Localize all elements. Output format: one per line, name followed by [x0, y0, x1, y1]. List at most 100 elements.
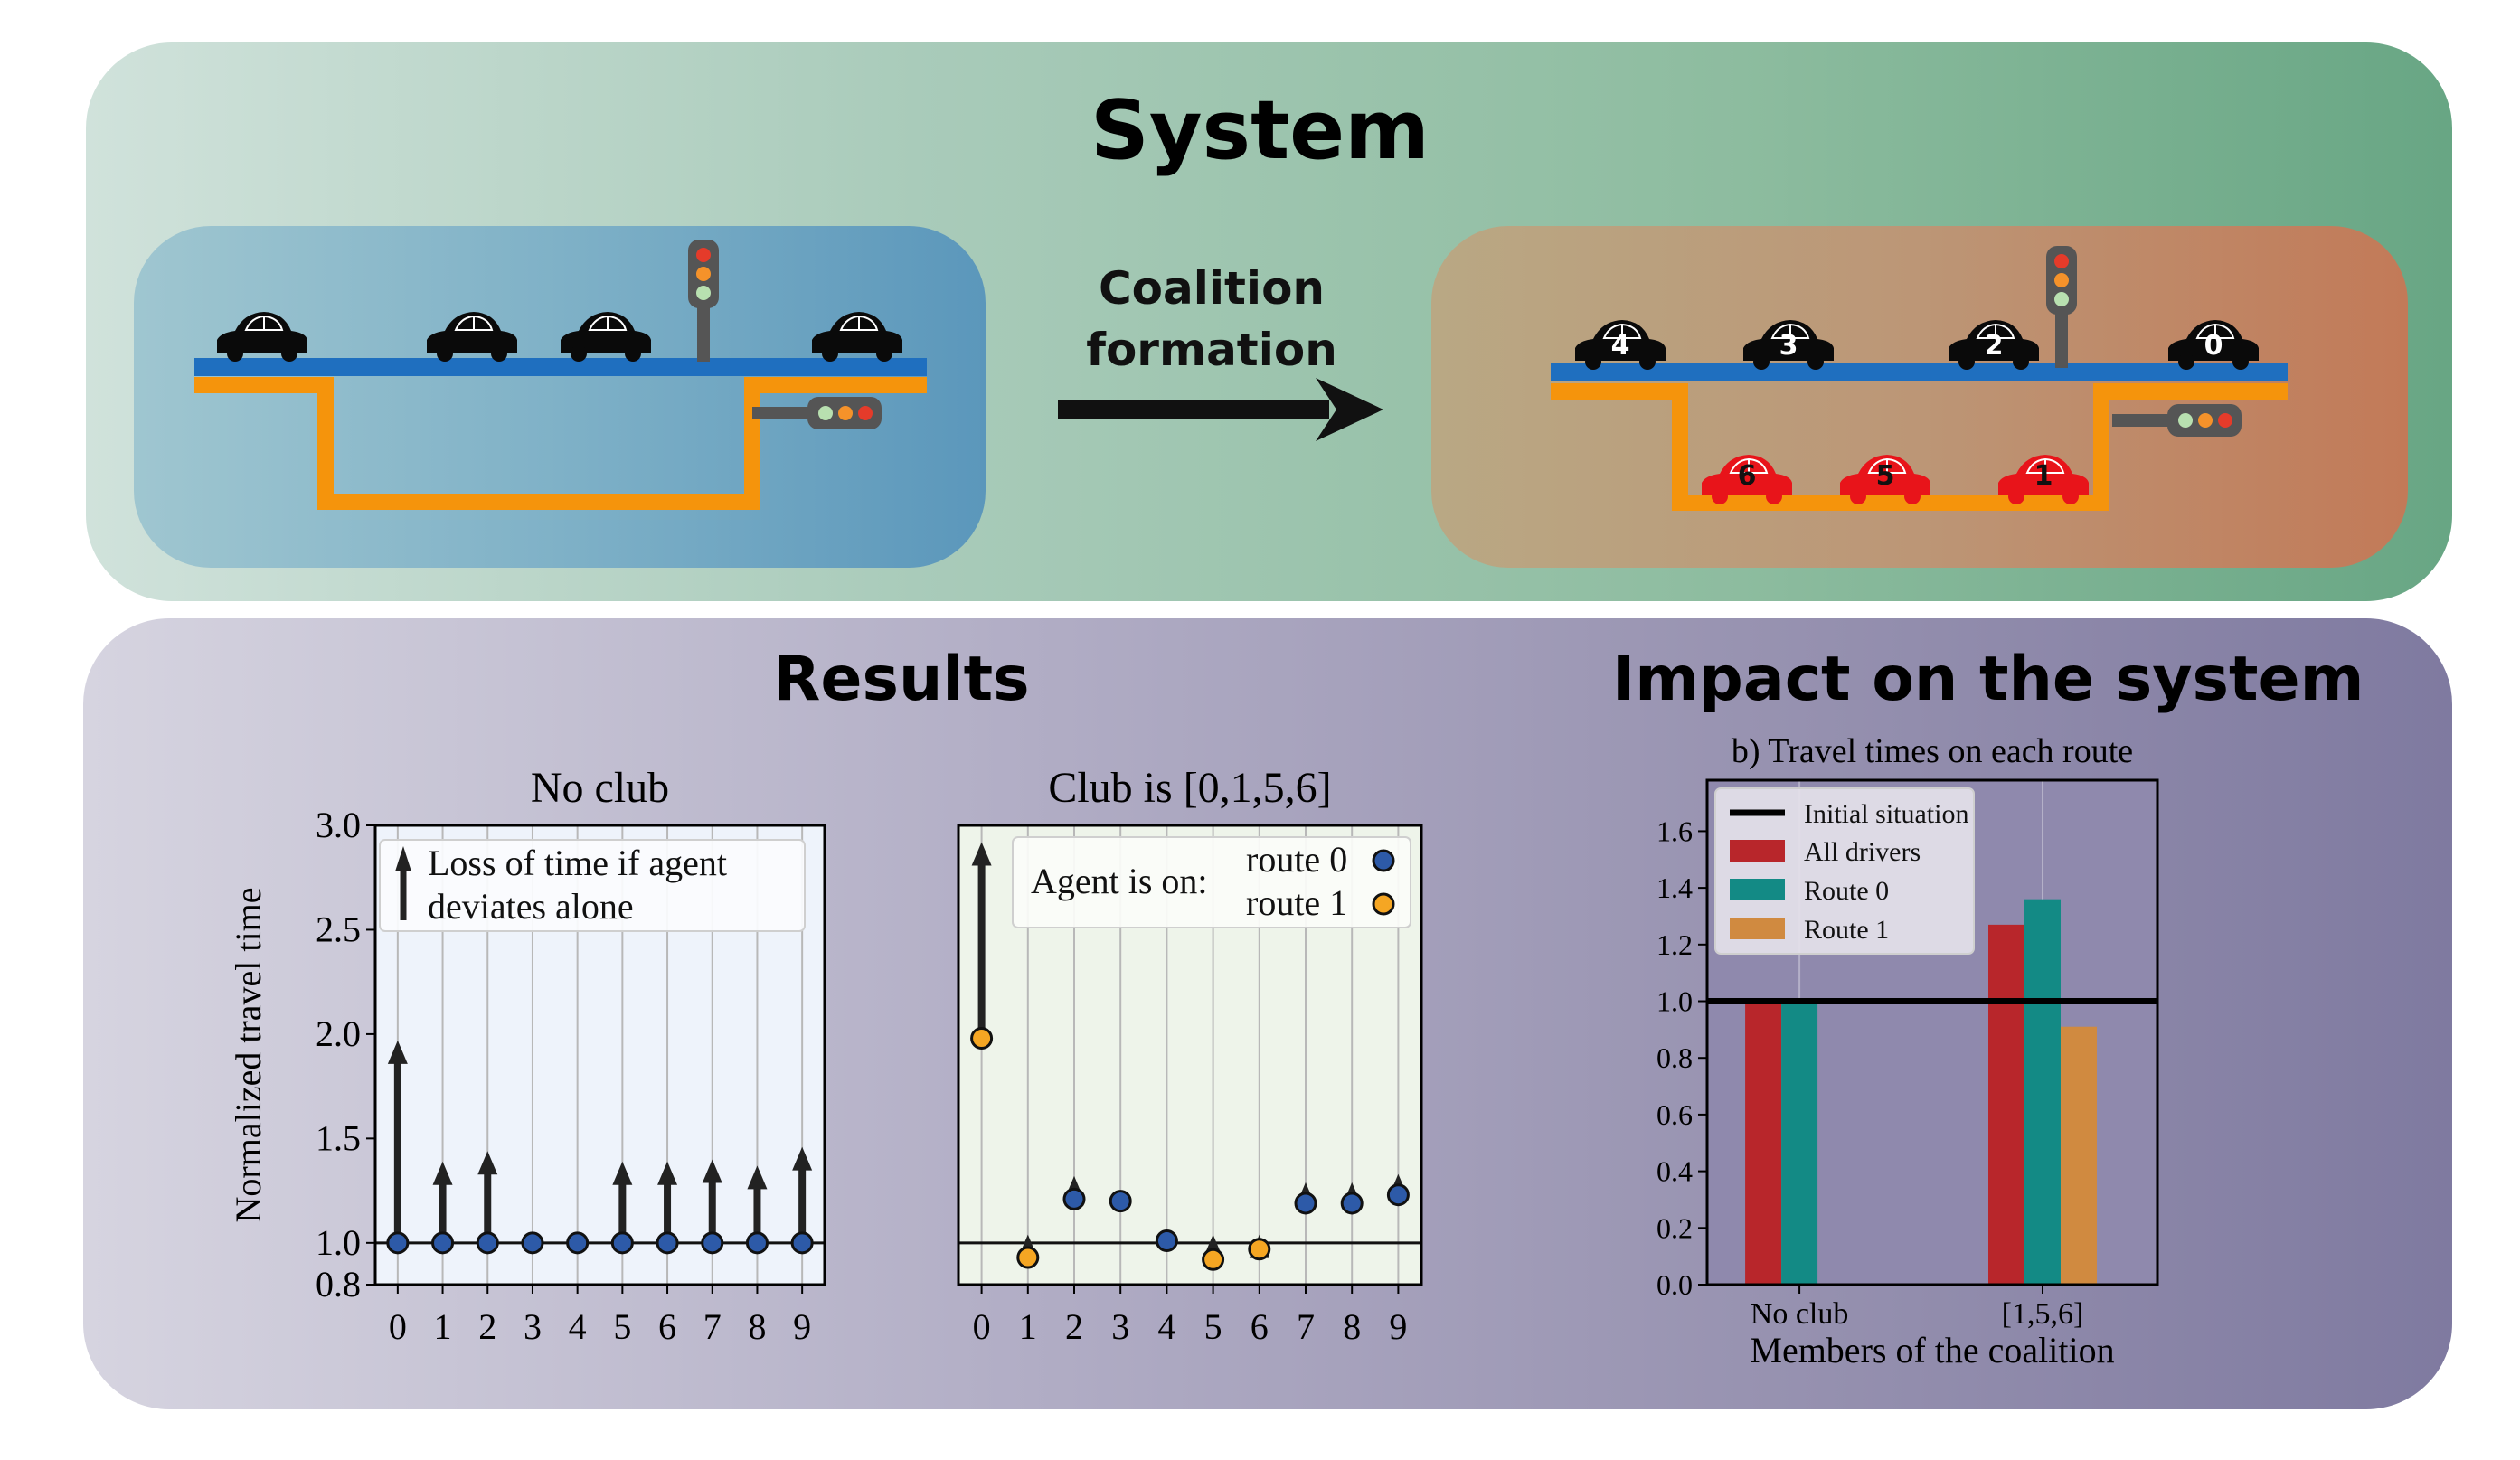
bar [1781, 1001, 1818, 1285]
y-tick-label: 1.4 [1656, 871, 1693, 904]
deviation-arrow-head [702, 1159, 722, 1183]
data-point [566, 1231, 590, 1255]
arrow-label-line2: formation [1086, 324, 1337, 376]
deviation-arrow-head [657, 1161, 678, 1185]
x-tick-label: 4 [569, 1306, 587, 1347]
x-tick-label: 5 [1204, 1306, 1222, 1347]
x-tick-label: 7 [703, 1306, 722, 1347]
legend-label: Initial situation [1804, 799, 1968, 829]
plot-frame [1705, 778, 2159, 1286]
data-point [386, 1231, 410, 1255]
bar [2061, 1026, 2098, 1285]
x-tick-label: No club [1751, 1297, 1849, 1331]
data-point [745, 1231, 769, 1255]
data-point [1062, 1187, 1086, 1210]
y-tick-label: 1.6 [1656, 815, 1693, 847]
data-point [1109, 1190, 1132, 1213]
x-tick-label: 9 [1389, 1306, 1407, 1347]
y-tick-label: 1.2 [1656, 928, 1693, 961]
before-roads [194, 358, 927, 510]
x-tick-label: 2 [478, 1306, 496, 1347]
legend-marker [1372, 892, 1395, 916]
car-number: 6 [1738, 460, 1757, 492]
plot-frame [957, 824, 1423, 1286]
car-number: 0 [2204, 330, 2223, 362]
after-orange-route [1551, 383, 2288, 511]
car-number: 5 [1876, 460, 1895, 492]
x-axis-label: Members of the coalition [1750, 1330, 2114, 1371]
legend-box [379, 839, 806, 932]
x-tick-label: 1 [434, 1306, 452, 1347]
impact-title: Impact on the system [1612, 644, 2364, 715]
car-icon [427, 312, 517, 362]
car-icon: 3 [1743, 320, 1834, 370]
data-point [1155, 1229, 1178, 1253]
deviation-arrow-head [387, 1040, 408, 1064]
data-point [476, 1231, 499, 1255]
data-point [656, 1231, 679, 1255]
before-blue-route [194, 358, 927, 376]
data-point [1340, 1192, 1364, 1215]
car-icon: 6 [1702, 455, 1792, 504]
y-tick-label: 2.0 [316, 1013, 361, 1054]
data-point [431, 1231, 455, 1255]
car-number: 3 [1779, 330, 1798, 362]
deviation-arrow-head [792, 1146, 813, 1171]
after-roads [1551, 363, 2288, 511]
data-point [1248, 1238, 1271, 1261]
legend-arrow-head [395, 846, 411, 871]
legend-swatch [1730, 840, 1785, 862]
legend-label: route 1 [1246, 882, 1347, 923]
x-tick-label: 0 [389, 1306, 407, 1347]
y-tick-label: 0.2 [1656, 1211, 1693, 1244]
data-point [610, 1231, 634, 1255]
bar [1988, 924, 2025, 1285]
after-traffic-light-top [2046, 246, 2077, 368]
car-icon: 0 [2168, 320, 2259, 370]
arrow-label-line1: Coalition [1098, 262, 1326, 315]
car-number: 2 [1985, 330, 2004, 362]
x-tick-label: 7 [1297, 1306, 1315, 1347]
coalition-arrow-icon [1058, 378, 1383, 441]
before-orange-route [194, 377, 927, 510]
data-point [1294, 1192, 1317, 1215]
x-tick-label: 8 [1343, 1306, 1361, 1347]
car-icon: 1 [1998, 455, 2089, 504]
chart-travel-times-route: 0.00.20.40.60.81.01.21.41.6No club[1,5,6… [1656, 732, 2159, 1371]
car-number: 4 [1611, 330, 1630, 362]
y-tick-label: 0.4 [1656, 1155, 1693, 1188]
y-tick-label: 1.0 [1656, 985, 1693, 1018]
car-icon [217, 312, 307, 362]
car-icon: 4 [1575, 320, 1666, 370]
after-traffic-light-side [2112, 404, 2242, 437]
legend-label: Loss of time if agent [428, 843, 727, 883]
deviation-arrow-head [612, 1161, 633, 1185]
y-tick-label: 1.5 [316, 1117, 361, 1158]
legend-box [1012, 836, 1411, 928]
before-traffic-light-top [688, 240, 719, 362]
x-tick-label: 6 [658, 1306, 676, 1347]
data-point [521, 1231, 544, 1255]
y-tick-label: 1.0 [316, 1222, 361, 1263]
data-point [790, 1231, 814, 1255]
plot-frame [373, 824, 826, 1286]
data-point [1202, 1248, 1225, 1271]
legend-label: route 0 [1246, 839, 1347, 880]
legend-label: Route 0 [1804, 876, 1889, 906]
car-icon: 5 [1840, 455, 1930, 504]
legend-box [1714, 787, 1975, 955]
x-tick-label: 9 [793, 1306, 811, 1347]
legend-label: All drivers [1804, 837, 1921, 867]
x-tick-label: 1 [1019, 1306, 1037, 1347]
bar [2024, 899, 2062, 1285]
data-point [1016, 1246, 1040, 1269]
car-icon [812, 312, 902, 362]
x-tick-label: 5 [613, 1306, 631, 1347]
after-blue-route [1551, 363, 2288, 381]
legend-heading: Agent is on: [1031, 861, 1208, 901]
x-tick-label: [1,5,6] [2002, 1297, 2084, 1331]
bar [1745, 1001, 1782, 1285]
